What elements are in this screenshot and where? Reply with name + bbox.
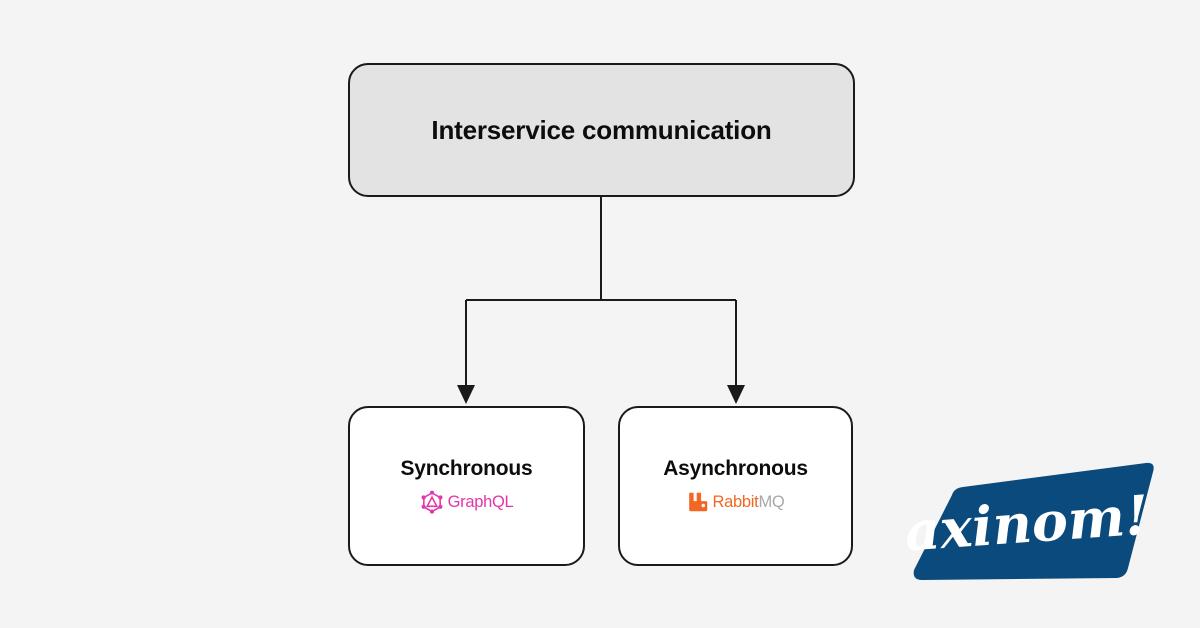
- graphql-wordmark: GraphQL: [447, 492, 514, 511]
- axinom-brand-logo[interactable]: axinom!: [900, 450, 1165, 595]
- rabbitmq-wordmark: Rabbit MQ: [713, 493, 785, 512]
- node-synchronous-label: Synchronous: [400, 457, 533, 480]
- graphql-logo: GraphQL: [420, 490, 514, 514]
- graphql-icon: [421, 490, 443, 514]
- rabbitmq-logo: Rabbit MQ: [687, 490, 785, 514]
- arrowhead-right: [727, 385, 745, 404]
- node-asynchronous-label: Asynchronous: [663, 457, 808, 480]
- brand-badge-shape: [913, 462, 1154, 580]
- node-interservice-communication[interactable]: Interservice communication: [348, 63, 855, 197]
- node-root-label: Interservice communication: [431, 115, 772, 145]
- rabbitmq-wordmark-secondary: MQ: [758, 492, 785, 511]
- node-asynchronous[interactable]: Asynchronous Rabbit MQ: [618, 406, 853, 566]
- node-synchronous[interactable]: Synchronous GraphQL: [348, 406, 585, 566]
- rabbitmq-icon: [688, 492, 707, 512]
- rabbitmq-wordmark-primary: Rabbit: [712, 492, 759, 511]
- arrowhead-left: [457, 385, 475, 404]
